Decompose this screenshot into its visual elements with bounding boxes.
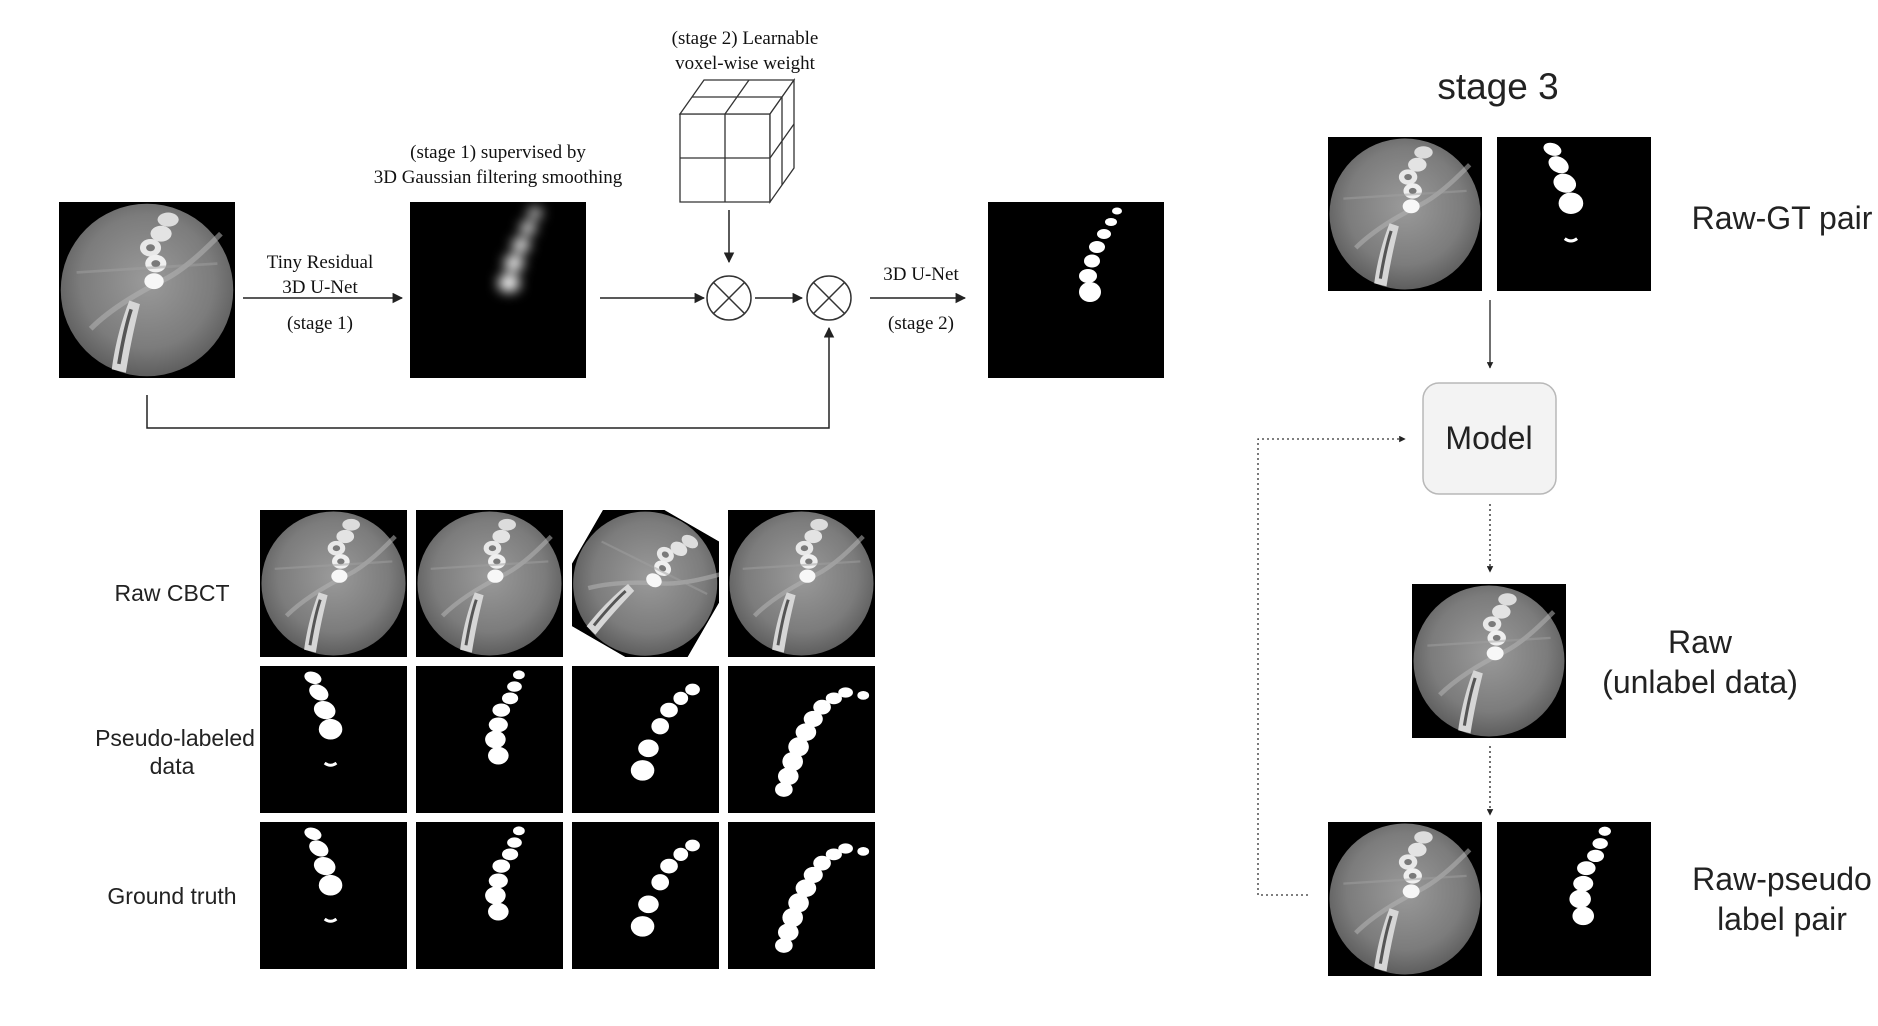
raw-gt-pair-label: Raw-GT pair <box>1692 200 1873 236</box>
grid-raw-cbct-image <box>728 510 875 657</box>
stage3-pseudo-label-image <box>1497 822 1651 976</box>
grid-pseudo-label-image <box>572 666 719 813</box>
stage3-raw-image <box>1328 137 1482 291</box>
raw-pseudo-pair-label: Raw-pseudo <box>1692 861 1872 897</box>
stage2-weight-label: voxel-wise weight <box>675 53 816 74</box>
pseudo-feedback-arrow <box>1257 435 1406 896</box>
skip-connection-arrow <box>146 326 835 429</box>
grid-ground-truth-image <box>572 822 719 969</box>
input-cbct-image <box>59 202 235 378</box>
stage2-segmentation-output-image <box>988 202 1164 378</box>
row-label-raw-cbct: Raw CBCT <box>114 580 229 606</box>
stage2-net-label: 3D U-Net <box>883 264 959 285</box>
stage1-smoothed-output-image <box>410 202 586 378</box>
raw-unlabel-label: Raw <box>1668 624 1733 660</box>
grid-raw-cbct-image <box>545 483 746 684</box>
stage1-net-label: (stage 1) <box>287 313 353 334</box>
row-label-ground-truth: Ground truth <box>107 883 236 909</box>
stage1-net-label: Tiny Residual <box>267 252 373 273</box>
row-label-pseudo-labeled: Pseudo-labeled <box>95 725 255 751</box>
multiply-node-icon <box>806 275 852 321</box>
row-label-pseudo-labeled: data <box>150 753 195 779</box>
grid-pseudo-label-image <box>728 666 875 813</box>
multiply-node-icon <box>706 275 752 321</box>
stage3-title: stage 3 <box>1437 66 1558 107</box>
raw-pseudo-pair-label: label pair <box>1717 901 1847 937</box>
grid-pseudo-label-image <box>416 666 563 813</box>
grid-ground-truth-image <box>260 822 407 969</box>
stage1-supervision-label: 3D Gaussian filtering smoothing <box>374 167 623 188</box>
model-label: Model <box>1445 420 1532 456</box>
stage3-gt-image <box>1497 137 1651 291</box>
stage2-weight-label: (stage 2) Learnable <box>672 28 819 49</box>
grid-raw-cbct-image <box>416 510 563 657</box>
grid-ground-truth-image <box>416 822 563 969</box>
raw-unlabel-label: (unlabel data) <box>1602 664 1798 700</box>
stage3-unlabeled-raw-image <box>1412 584 1566 738</box>
grid-raw-cbct-image <box>260 510 407 657</box>
grid-pseudo-label-image <box>260 666 407 813</box>
voxel-weight-cube-icon <box>678 77 796 205</box>
stage1-supervision-label: (stage 1) supervised by <box>410 142 586 163</box>
stage3-pseudo-raw-image <box>1328 822 1482 976</box>
stage2-net-label: (stage 2) <box>888 313 954 334</box>
grid-ground-truth-image <box>728 822 875 969</box>
stage1-net-label: 3D U-Net <box>282 277 358 298</box>
model-box <box>1422 382 1557 495</box>
